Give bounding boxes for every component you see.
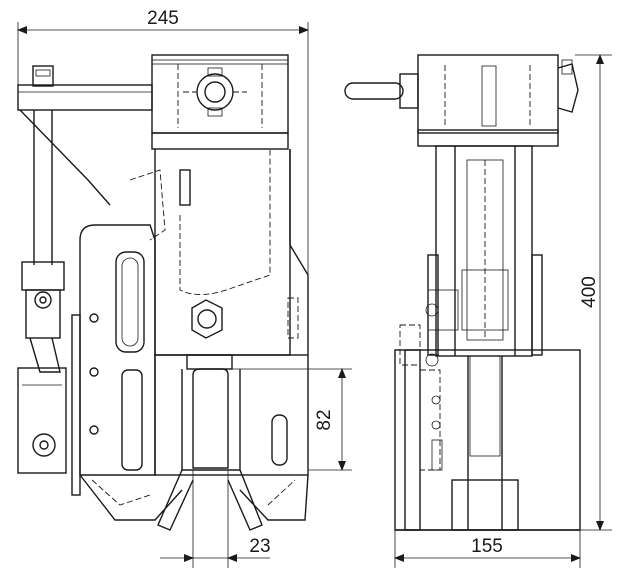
side-view — [344, 54, 581, 531]
coupling-icon — [183, 67, 247, 117]
dimension-overall-width: 245 — [17, 8, 309, 275]
limit-switch-icon — [17, 261, 67, 474]
dimension-jaw-height: 82 — [232, 368, 352, 471]
dimension-label-245: 245 — [147, 8, 179, 29]
front-view — [17, 54, 309, 531]
nut-icon — [191, 299, 223, 339]
dimension-label-155: 155 — [471, 536, 503, 557]
dimension-label-82: 82 — [314, 409, 335, 430]
dimension-side-width: 155 — [394, 530, 581, 568]
dimension-height: 400 — [575, 54, 612, 531]
dimension-label-400: 400 — [579, 276, 600, 308]
dimension-jaw-width: 23 — [160, 470, 271, 568]
dimension-label-23: 23 — [249, 536, 270, 557]
